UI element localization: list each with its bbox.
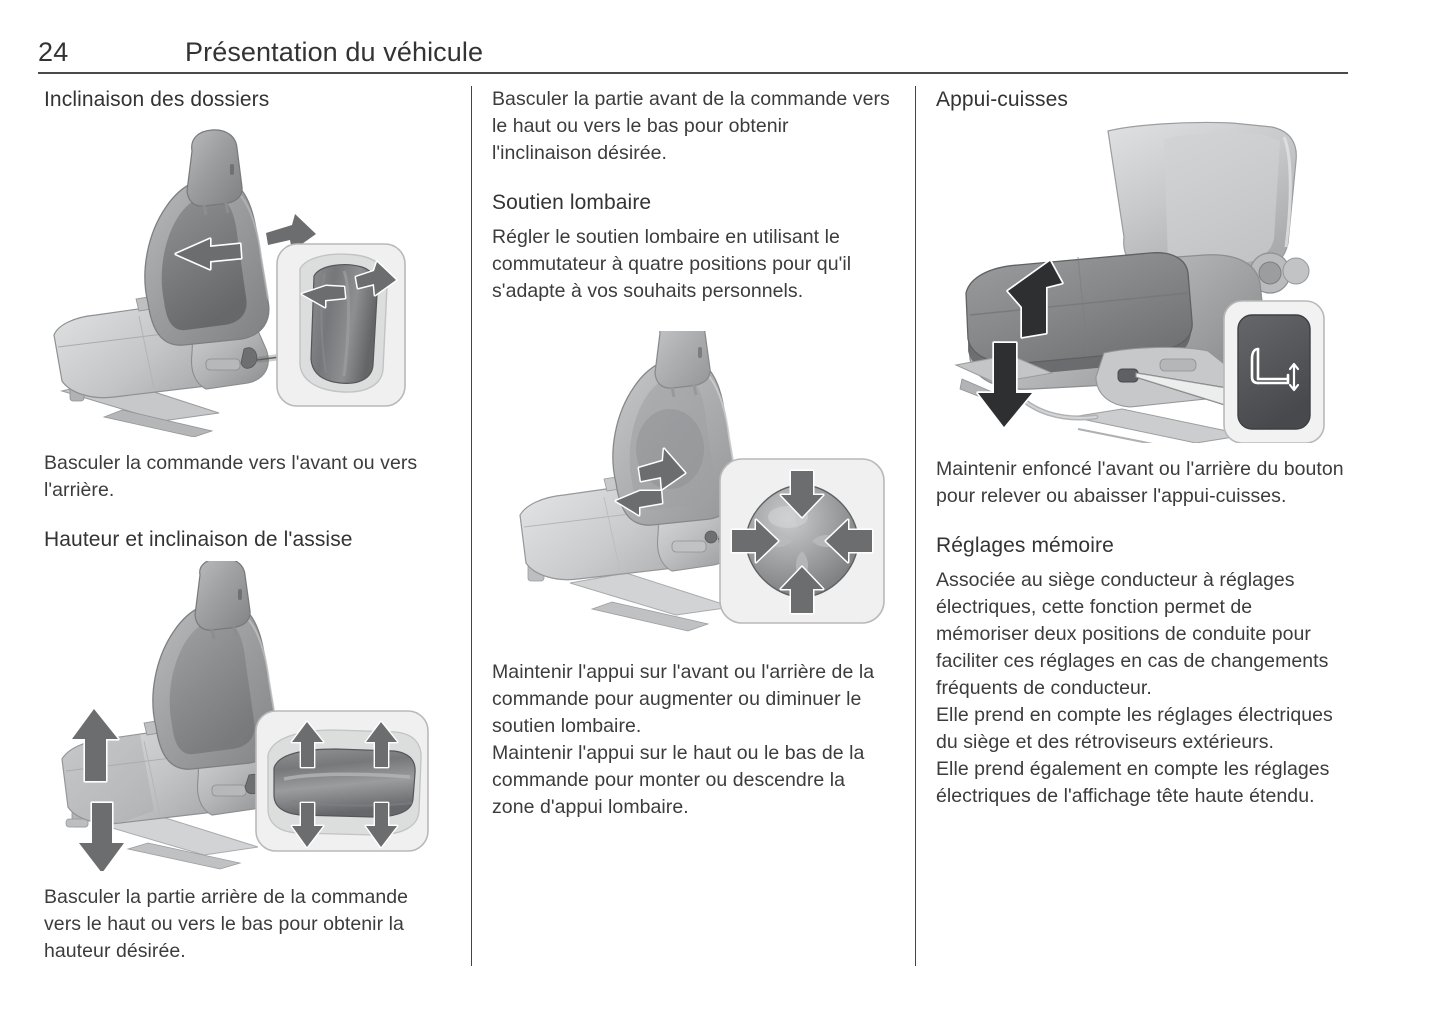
thigh-support-illustration bbox=[954, 121, 1325, 443]
figure-thigh-support: Assise de siège avec flèches haut/bas et… bbox=[936, 121, 1336, 443]
up-down-arrow-icon bbox=[1288, 362, 1300, 392]
section-heading-backrest-recline: Inclinaison des dossiers bbox=[44, 88, 270, 111]
paragraph-lumbar-front-rear: Maintenir l'appui sur l'avant ou l'arriè… bbox=[492, 661, 875, 737]
column-divider-left bbox=[471, 86, 472, 966]
figure-backrest-recline: Siège avec flèches d'inclinaison du doss… bbox=[44, 121, 444, 437]
section-heading-memory-settings: Réglages mémoire bbox=[936, 534, 1114, 557]
paragraph-lumbar-intro: Régler le soutien lombaire en utilisant … bbox=[492, 226, 852, 302]
paragraph-seat-height-tilt: Basculer la partie arrière de la command… bbox=[44, 886, 409, 962]
paragraph-memory-hud: Elle prend également en compte les régla… bbox=[936, 758, 1330, 807]
callout-lumbar-four-way-switch bbox=[719, 458, 885, 624]
paragraph-backrest-recline: Basculer la commande vers l'avant ou ver… bbox=[44, 452, 418, 501]
seat-adjust-icon bbox=[1250, 347, 1290, 385]
column-divider-right bbox=[915, 86, 916, 966]
callout-height-lever bbox=[255, 710, 429, 852]
paragraph-seat-tilt-continued: Basculer la partie avant de la commande … bbox=[492, 88, 890, 164]
paragraph-thigh-support: Maintenir enfoncé l'avant ou l'arrière d… bbox=[936, 458, 1344, 507]
seat-height-tilt-illustration bbox=[61, 561, 429, 871]
paragraph-lumbar-up-down: Maintenir l'appui sur le haut ou le bas … bbox=[492, 742, 865, 818]
figure-lumbar-support: Siège avec flèches de soutien lombaire e… bbox=[492, 331, 892, 646]
paragraph-memory-intro: Associée au siège conducteur à réglages … bbox=[936, 569, 1329, 699]
seat-backrest-recline-illustration bbox=[53, 129, 406, 437]
section-heading-thigh-support: Appui-cuisses bbox=[936, 88, 1069, 111]
callout-recline-lever bbox=[276, 243, 406, 407]
callout-thigh-support-button bbox=[1223, 300, 1325, 443]
page-number: 24 bbox=[38, 37, 69, 67]
column-3: Appui-cuisses Assise de siège avec flèch… bbox=[936, 86, 1346, 810]
paragraph-memory-seat-mirrors: Elle prend en compte les réglages électr… bbox=[936, 704, 1333, 753]
section-heading-lumbar-support: Soutien lombaire bbox=[492, 191, 652, 214]
column-2: Basculer la partie avant de la commande … bbox=[492, 86, 892, 821]
lumbar-support-illustration bbox=[519, 331, 885, 632]
page-title: Présentation du véhicule bbox=[185, 37, 484, 67]
figure-seat-height-tilt: Siège avec flèches haut/bas et détail de… bbox=[44, 561, 444, 871]
page-header: 24 Présentation du véhicule bbox=[38, 36, 1348, 74]
section-heading-seat-height-tilt: Hauteur et inclinaison de l'assise bbox=[44, 528, 353, 551]
column-1: Inclinaison des dossiers Siège avec flèc… bbox=[44, 86, 444, 965]
